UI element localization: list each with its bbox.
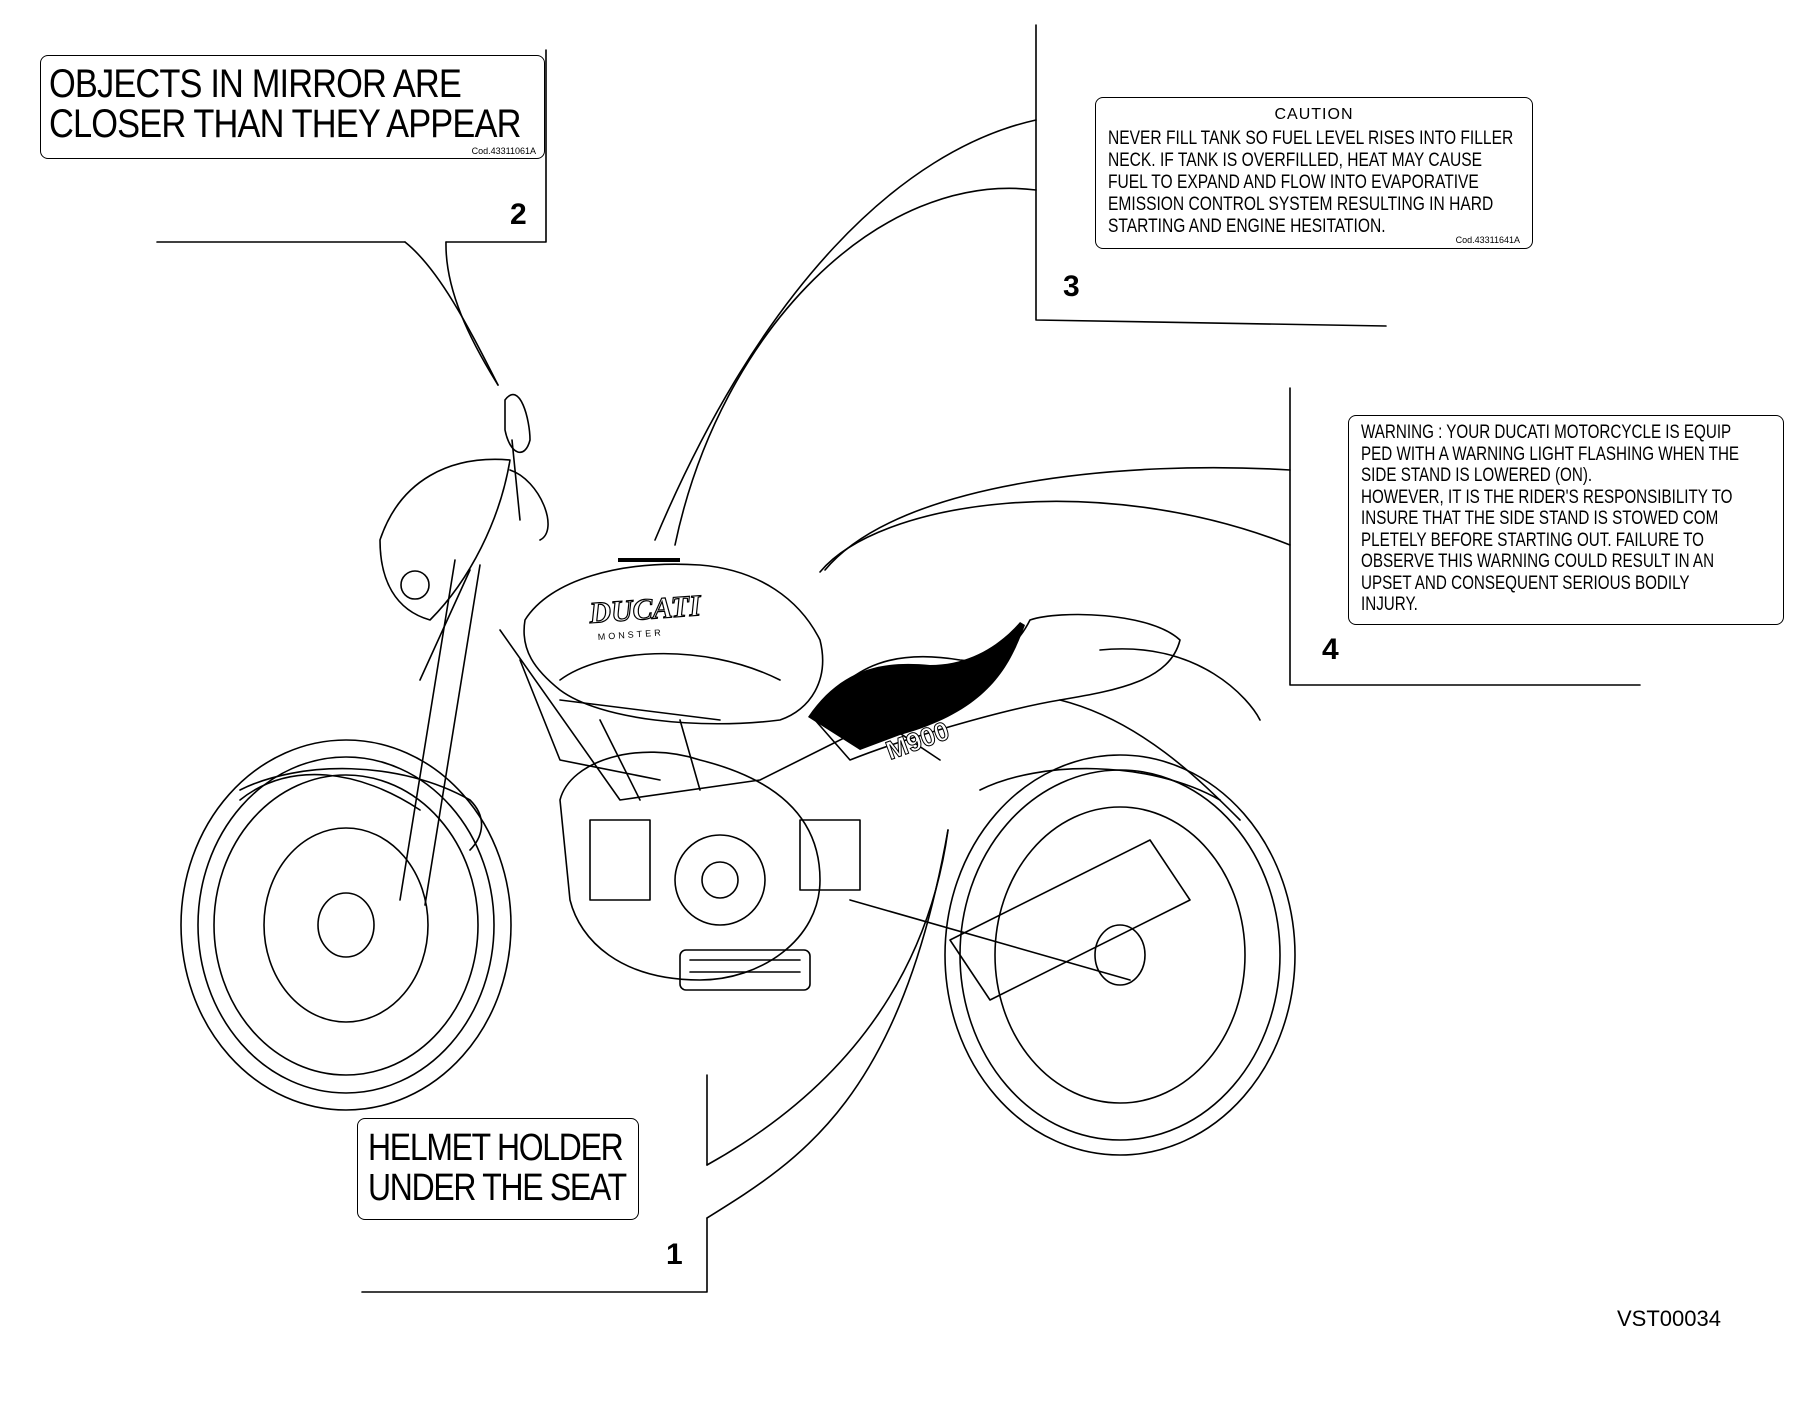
front-fork	[399, 559, 481, 906]
decal-fuel-line: STARTING AND ENGINE HESITATION.	[1108, 216, 1386, 237]
decal-fuel-line: EMISSION CONTROL SYSTEM RESULTING IN HAR…	[1108, 194, 1494, 215]
decal-helmet-line-1: HELMET HOLDER	[368, 1127, 624, 1169]
callout-number-2: 2	[510, 198, 527, 231]
front-wheel	[180, 739, 512, 1111]
callout-number-4: 4	[1322, 633, 1339, 666]
reference-code: VST00034	[1617, 1306, 1721, 1331]
callout-frame-3	[654, 24, 1387, 546]
decal-fuel-line: NECK. IF TANK IS OVERFILLED, HEAT MAY CA…	[1108, 150, 1483, 171]
decal-sidestand-line: UPSET AND CONSEQUENT SERIOUS BODILY	[1361, 572, 1690, 594]
decal-fuel-line: NEVER FILL TANK SO FUEL LEVEL RISES INTO…	[1108, 128, 1514, 149]
decal-helmet-holder: HELMET HOLDER UNDER THE SEAT	[357, 1118, 639, 1220]
exhaust	[849, 839, 1191, 1001]
decal-sidestand-line: SIDE STAND IS LOWERED (ON).	[1361, 465, 1593, 486]
decal-mirror-code: Cod.43311061A	[471, 146, 536, 156]
engine	[559, 751, 861, 991]
decal-mirror-line-1: OBJECTS IN MIRROR ARE	[49, 62, 462, 106]
decal-fuel-code: Cod.43311641A	[1455, 235, 1520, 245]
decal-helmet-line-2: UNDER THE SEAT	[368, 1167, 627, 1209]
decal-sidestand-line: WARNING : YOUR DUCATI MOTORCYCLE IS EQUI…	[1361, 422, 1732, 443]
decal-sidestand-line: PLETELY BEFORE STARTING OUT. FAILURE TO	[1361, 529, 1704, 551]
callout-frame-4	[819, 387, 1641, 686]
mirror	[504, 393, 531, 521]
decal-fuel-line: FUEL TO EXPAND AND FLOW INTO EVAPORATIVE	[1108, 172, 1479, 193]
decal-sidestand-body: WARNING : YOUR DUCATI MOTORCYCLE IS EQUI…	[1361, 422, 1739, 616]
decal-fuel-caution: CAUTION NEVER FILL TANK SO FUEL LEVEL RI…	[1095, 97, 1533, 249]
callout-number-1: 1	[666, 1238, 683, 1271]
decal-sidestand-line: INJURY.	[1361, 594, 1418, 615]
callout-frame-1	[361, 829, 949, 1293]
headlight	[379, 458, 549, 621]
decal-mirror-line-2: CLOSER THAN THEY APPEAR	[49, 102, 521, 146]
rear-wheel	[944, 754, 1296, 1156]
decal-fuel-body: NEVER FILL TANK SO FUEL LEVEL RISES INTO…	[1108, 128, 1513, 238]
decal-sidestand-warning: WARNING : YOUR DUCATI MOTORCYCLE IS EQUI…	[1348, 415, 1784, 625]
fuel-tank	[523, 563, 824, 725]
callout-frame-2	[156, 49, 547, 386]
seat-pad	[808, 622, 1025, 750]
decal-sidestand-line: PED WITH A WARNING LIGHT FLASHING WHEN T…	[1361, 443, 1740, 465]
decal-sidestand-line: HOWEVER, IT IS THE RIDER'S RESPONSIBILIT…	[1361, 486, 1733, 508]
decal-sidestand-line: INSURE THAT THE SIDE STAND IS STOWED COM	[1361, 508, 1719, 529]
seat-and-tail	[814, 613, 1261, 821]
decal-sidestand-line: OBSERVE THIS WARNING COULD RESULT IN AN	[1361, 551, 1715, 572]
decal-mirror-warning: OBJECTS IN MIRROR ARE CLOSER THAN THEY A…	[40, 55, 545, 159]
callout-number-3: 3	[1063, 270, 1080, 303]
decal-fuel-title: CAUTION	[1274, 106, 1354, 123]
